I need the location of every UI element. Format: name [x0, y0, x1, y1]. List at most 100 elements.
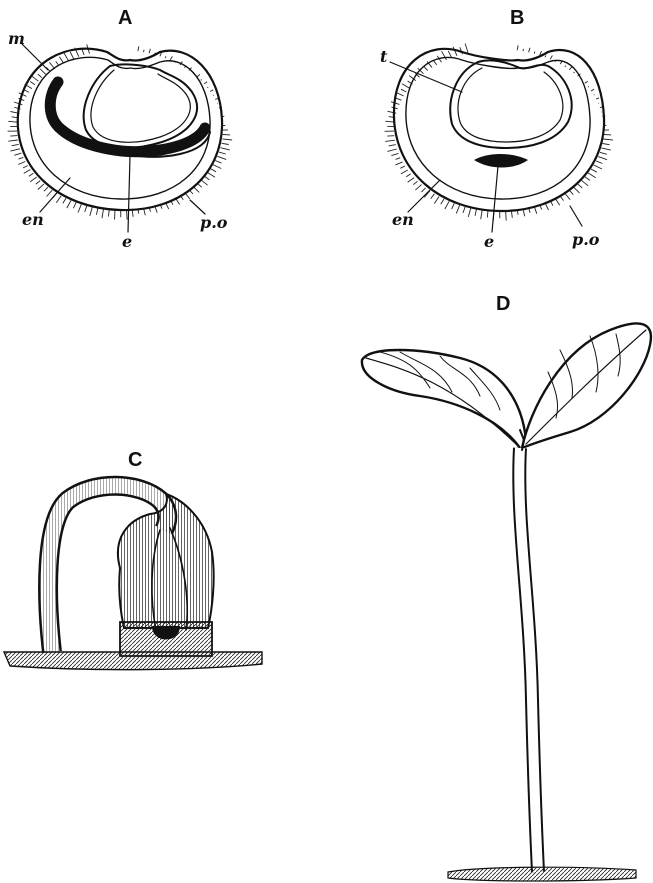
panel-a-label-po: p.o — [200, 213, 228, 232]
seed-hair — [10, 136, 17, 137]
seed-hair — [406, 174, 411, 177]
panel-b-seed-coat — [394, 49, 604, 211]
seed-hair — [73, 202, 76, 208]
seed-hair — [415, 185, 421, 191]
seed-hair — [165, 56, 166, 58]
seed-hair — [600, 152, 607, 154]
seed-hair — [24, 170, 31, 174]
seed-hair — [144, 50, 145, 52]
seed-hair — [545, 55, 546, 57]
panel-a-label-en: en — [22, 210, 44, 229]
seed-hair — [603, 139, 613, 140]
seed-hair — [434, 197, 439, 204]
seed-hair — [565, 193, 570, 200]
seed-hair — [36, 181, 40, 185]
panel-a-label-e: e — [122, 232, 132, 251]
panel-a: A m en e p.o — [8, 7, 233, 251]
panel-b-seed-hairs — [385, 44, 613, 221]
seed-hair — [591, 169, 597, 172]
seed-hair — [465, 44, 468, 53]
panel-a-embryo — [50, 82, 205, 152]
panel-d: D — [362, 293, 651, 881]
seed-hair — [38, 74, 42, 78]
seed-hair — [387, 149, 397, 151]
seed-hair — [8, 140, 17, 141]
seed-hair — [431, 194, 435, 199]
seed-hair — [207, 172, 215, 177]
seed-hair — [401, 89, 406, 92]
seed-hair — [78, 204, 81, 212]
seed-hair — [109, 210, 110, 217]
seed-hair — [596, 161, 602, 164]
seed-hair — [523, 49, 524, 51]
panel-b: B t en e p.o — [380, 7, 613, 251]
seed-hair — [596, 98, 599, 99]
seed-hair — [14, 102, 22, 105]
seed-hair — [19, 157, 24, 159]
seed-hair — [400, 166, 405, 168]
panel-b-label-po: p.o — [572, 230, 600, 249]
seed-hair — [468, 208, 471, 217]
seed-hair — [24, 90, 29, 93]
seed-hair — [29, 173, 34, 176]
seed-hair — [185, 66, 186, 67]
seed-hair — [102, 209, 104, 218]
seed-hair — [63, 198, 66, 203]
seed-hair — [38, 184, 44, 190]
seed-hair — [170, 56, 172, 60]
seed-hair — [517, 45, 518, 50]
seed-hair — [481, 210, 483, 219]
seed-hair — [40, 69, 46, 75]
seed-hair — [389, 145, 396, 146]
seed-hair — [32, 76, 39, 81]
seed-hair — [413, 181, 417, 185]
seed-hair — [565, 66, 566, 67]
panel-c-letter: C — [128, 449, 142, 471]
seed-hair — [8, 121, 17, 122]
seed-hair — [70, 52, 73, 59]
seed-hair — [396, 98, 402, 100]
seed-hair — [222, 139, 232, 140]
seed-hair — [588, 173, 596, 178]
panel-b-letter: B — [510, 7, 524, 29]
seed-hair — [585, 81, 588, 83]
seed-hair — [487, 211, 488, 218]
panel-b-label-t: t — [380, 47, 388, 66]
seed-hair — [64, 52, 69, 61]
seed-hair — [581, 180, 588, 186]
seed-hair — [603, 144, 610, 145]
seed-hair — [422, 188, 426, 192]
seed-hair — [385, 140, 395, 141]
panel-b-embryo — [474, 154, 528, 168]
seed-hair — [396, 92, 404, 96]
seed-hair — [452, 203, 455, 209]
seed-hair — [197, 74, 200, 77]
panel-b-testa-cavity — [450, 60, 571, 148]
seed-hair — [44, 187, 48, 191]
seed-hair — [424, 67, 428, 71]
panel-d-letter: D — [496, 293, 510, 315]
seed-hair — [396, 158, 401, 160]
seed-hair — [529, 48, 530, 53]
seed-hair — [441, 199, 444, 204]
seed-hair — [23, 166, 28, 168]
seed-hair — [10, 149, 20, 151]
seed-hair — [90, 207, 93, 216]
seed-hair — [85, 206, 87, 212]
seed-hair — [594, 165, 602, 169]
seed-hair — [18, 162, 25, 165]
seed-hair — [217, 156, 226, 159]
seed-hair — [591, 89, 594, 91]
seed-hair — [47, 190, 53, 196]
seed-hair — [445, 201, 449, 209]
seed-hair — [149, 49, 150, 54]
seed-hair — [402, 84, 409, 88]
seed-hair — [463, 207, 465, 213]
panel-b-label-e: e — [484, 232, 494, 251]
seed-hair — [215, 98, 218, 99]
seed-hair — [14, 153, 21, 155]
seed-hair — [588, 87, 589, 88]
seed-hair — [434, 61, 437, 65]
seed-hair — [67, 200, 71, 208]
